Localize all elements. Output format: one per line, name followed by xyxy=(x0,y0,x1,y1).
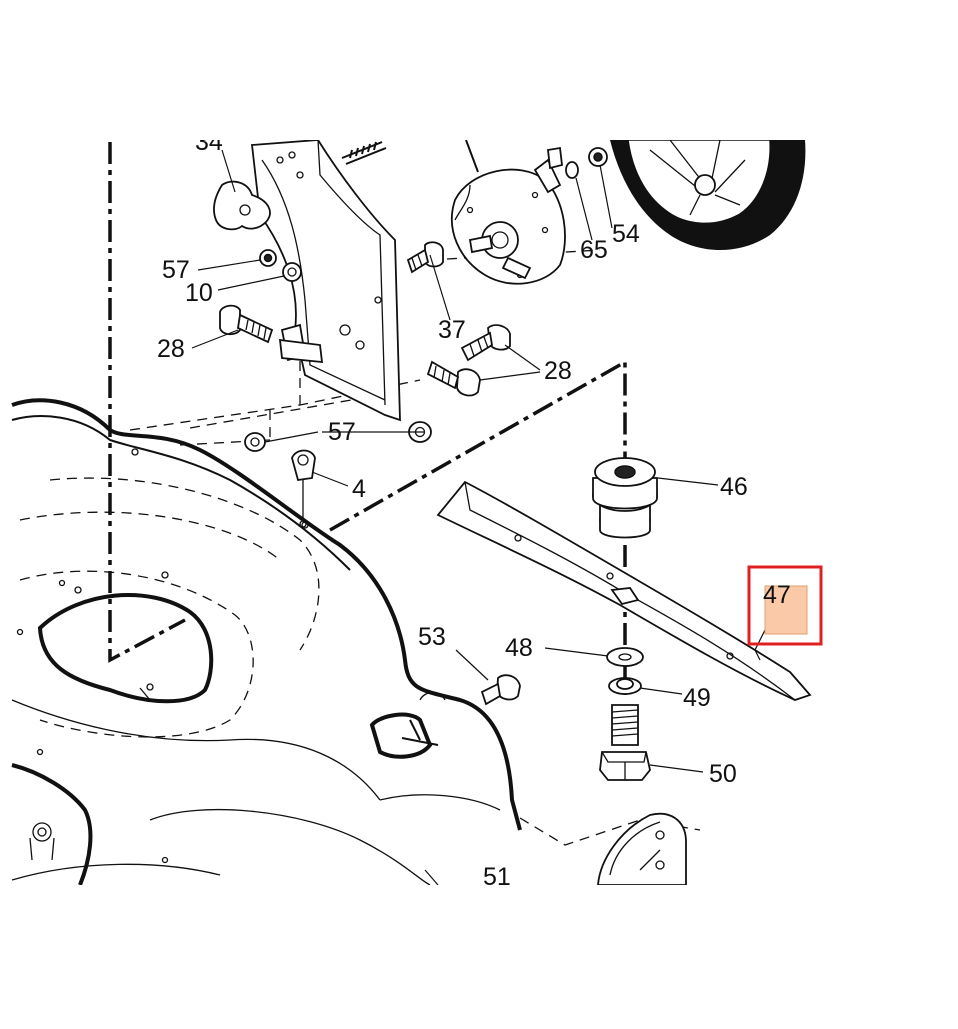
label-10: 10 xyxy=(185,279,213,307)
bolt-28-right-lower xyxy=(426,360,481,397)
knob-34 xyxy=(213,180,271,231)
axis-line-left xyxy=(108,142,186,663)
label-65: 65 xyxy=(580,236,608,264)
spring xyxy=(341,141,387,165)
blade-adapter-46 xyxy=(592,457,658,539)
label-49: 49 xyxy=(683,684,711,712)
label-53: 53 xyxy=(418,623,446,651)
label-48: 48 xyxy=(505,634,533,662)
highlight-box-47[interactable] xyxy=(747,565,823,646)
label-54: 54 xyxy=(612,220,640,248)
washer-48 xyxy=(606,647,644,667)
cutting-blade xyxy=(436,480,812,701)
label-57-upper: 57 xyxy=(162,256,190,284)
axis-line-spindle xyxy=(329,358,627,532)
washer-49 xyxy=(608,677,642,695)
label-28-left: 28 xyxy=(157,335,185,363)
handle-bracket xyxy=(250,139,401,422)
nut-57-left xyxy=(244,432,266,452)
label-57-lower: 57 xyxy=(328,418,356,446)
label-37: 37 xyxy=(438,316,466,344)
bolt-37 xyxy=(406,241,444,274)
wheel-hub xyxy=(450,139,566,285)
label-4: 4 xyxy=(352,475,366,503)
label-34-clip xyxy=(190,120,230,140)
nut-10 xyxy=(282,262,302,282)
bolt-50 xyxy=(599,704,651,781)
clip-4 xyxy=(291,449,316,528)
label-28-right: 28 xyxy=(544,357,572,385)
leader-lines xyxy=(191,149,766,886)
label-50: 50 xyxy=(709,760,737,788)
bolt-28-left xyxy=(219,304,274,344)
bottom-margin xyxy=(0,885,958,1024)
highlight-fill-47 xyxy=(764,585,808,635)
label-47: 47 xyxy=(763,581,791,609)
bolt-53 xyxy=(480,674,521,706)
mower-deck xyxy=(11,398,522,886)
bracket-bottom-right xyxy=(597,812,687,886)
rear-wheel xyxy=(610,139,806,250)
label-46: 46 xyxy=(720,473,748,501)
washers-65-54 xyxy=(565,147,608,179)
top-margin xyxy=(0,0,958,140)
bolt-28-right-upper xyxy=(460,324,511,362)
washer-57-upper xyxy=(259,249,277,267)
